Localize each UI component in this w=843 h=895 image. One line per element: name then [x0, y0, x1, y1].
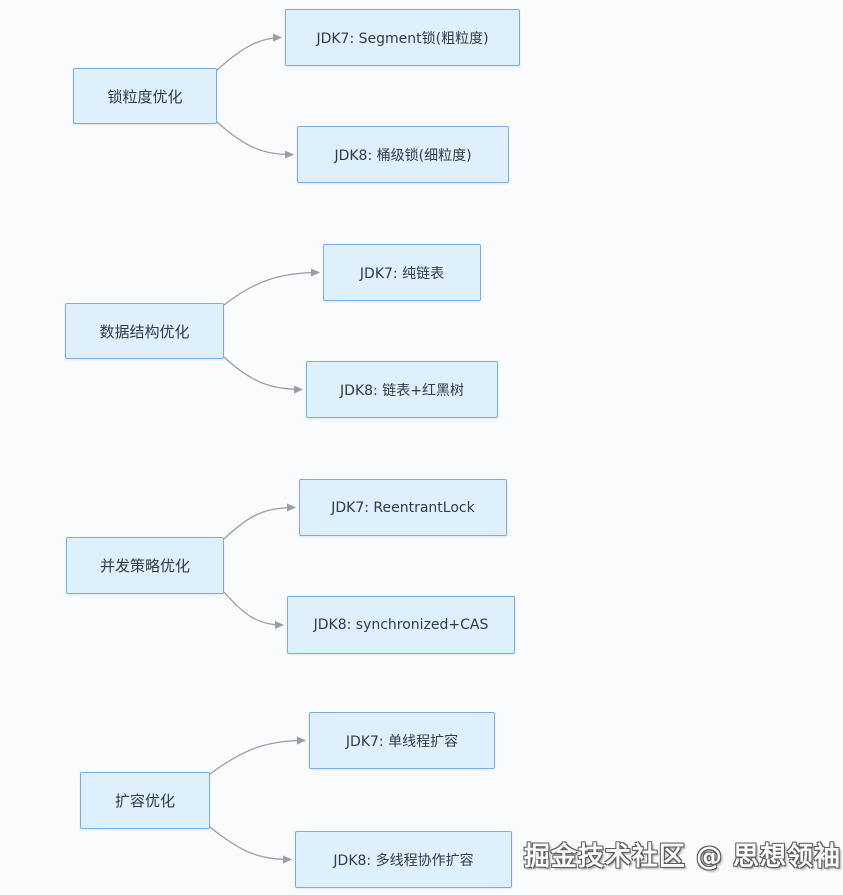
- node-lock-granularity-optimization: 锁粒度优化: [73, 68, 217, 124]
- connector-g1-lower: [216, 121, 294, 159]
- watermark: 掘金技术社区 @ 思想领袖: [523, 842, 841, 872]
- node-concurrency-strategy-optimization: 并发策略优化: [66, 537, 224, 594]
- node-jdk7-segment-lock: JDK7: Segment锁(粗粒度): [285, 9, 520, 66]
- node-jdk7-reentrantlock: JDK7: ReentrantLock: [299, 479, 507, 536]
- node-data-structure-optimization: 数据结构优化: [65, 303, 224, 359]
- connector-g4-upper: [209, 736, 306, 775]
- node-jdk7-single-thread-resize: JDK7: 单线程扩容: [309, 712, 495, 769]
- node-jdk7-pure-linked-list: JDK7: 纯链表: [323, 244, 481, 301]
- node-jdk8-synchronized-cas: JDK8: synchronized+CAS: [287, 596, 515, 654]
- connector-g4-lower: [209, 826, 292, 864]
- node-jdk8-multi-thread-resize: JDK8: 多线程协作扩容: [295, 831, 512, 888]
- connector-g2-lower: [223, 356, 303, 394]
- connector-g3-lower: [223, 591, 284, 629]
- connector-g2-upper: [223, 268, 320, 306]
- node-resize-optimization: 扩容优化: [80, 772, 210, 829]
- node-jdk8-list-plus-red-black-tree: JDK8: 链表+红黑树: [306, 361, 498, 418]
- connector-g1-upper: [216, 33, 282, 71]
- node-jdk8-bucket-lock: JDK8: 桶级锁(细粒度): [297, 126, 509, 183]
- connector-g3-upper: [223, 503, 296, 540]
